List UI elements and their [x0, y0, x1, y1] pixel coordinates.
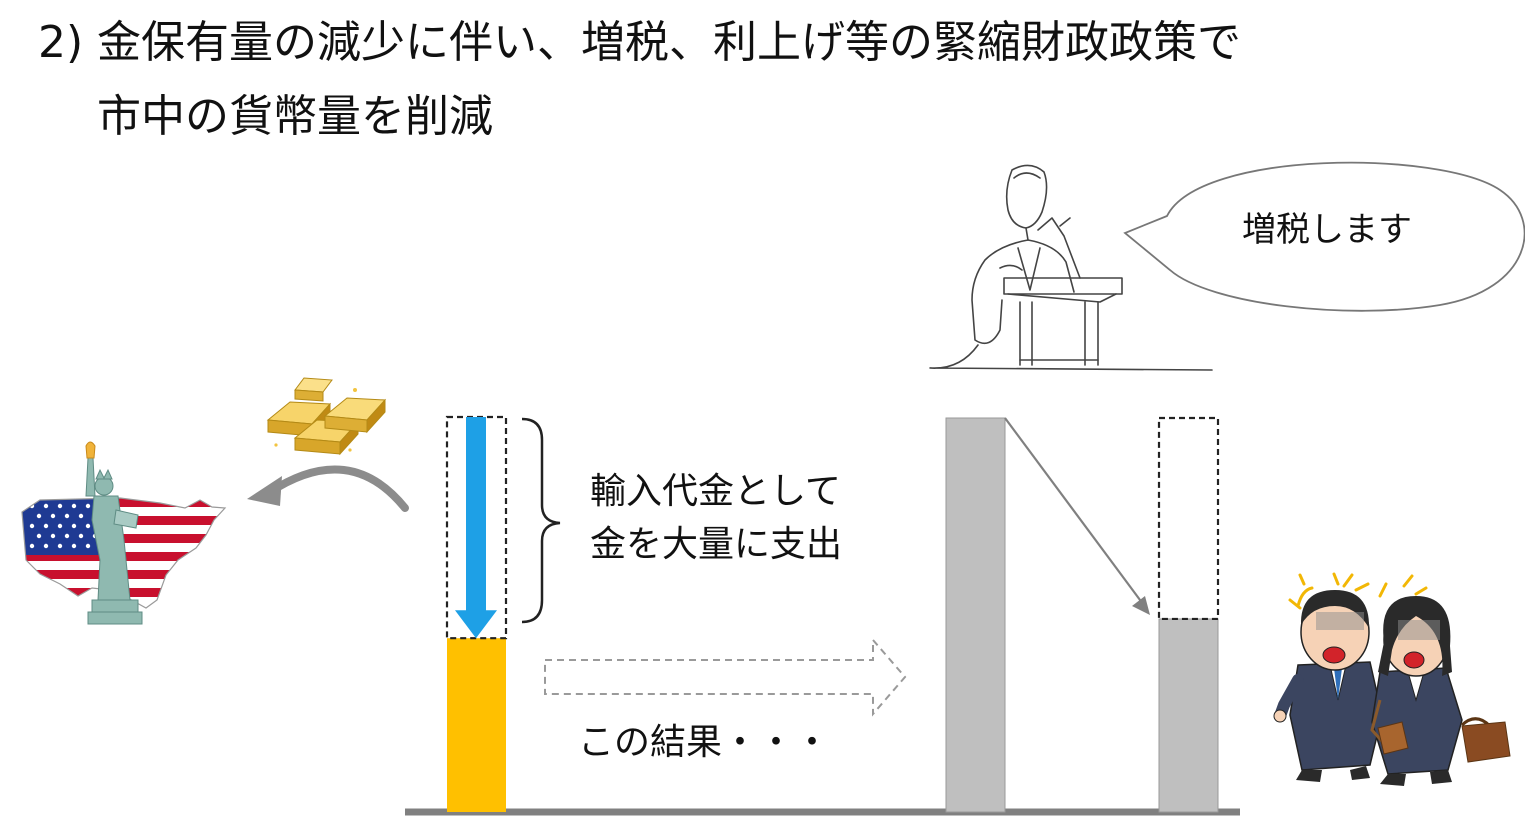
heading-line1: 金保有量の減少に伴い、増税、利上げ等の緊縮財政政策で — [97, 17, 1241, 68]
speech-bubble-text: 増税します — [1242, 210, 1412, 250]
money-supply-bars — [945, 416, 1220, 813]
money-bar-lost-outline — [1157, 416, 1220, 621]
gold-outflow-label-line1: 輸入代金として — [590, 471, 841, 512]
outflow-arrow — [466, 417, 486, 613]
gold-bars-icon — [266, 377, 387, 456]
result-block-arrow — [544, 637, 907, 717]
gold-outflow-label-line2: 金を大量に支出 — [590, 524, 843, 565]
result-label: この結果・・・ — [578, 722, 831, 763]
curly-brace — [521, 417, 561, 624]
heading-line2: 市中の貨幣量を削減 — [97, 91, 493, 142]
decline-arrow-head — [1132, 596, 1150, 615]
politician-at-podium-icon — [929, 164, 1213, 371]
gold-export-arrow-head — [247, 476, 282, 506]
worried-business-people-icon — [1273, 572, 1511, 786]
money-bar-before — [945, 417, 1006, 813]
usa-map-statue-of-liberty-icon — [21, 441, 227, 625]
decline-arrow — [1004, 417, 1144, 605]
heading-number: 2) — [38, 17, 84, 68]
speech-bubble — [1123, 161, 1525, 312]
gold-bar-remaining — [447, 638, 506, 812]
gold-holding-bar — [445, 415, 508, 812]
money-bar-after — [1158, 618, 1219, 813]
outflow-arrow-head — [455, 610, 497, 639]
gold-export-curved-arrow — [266, 465, 409, 512]
